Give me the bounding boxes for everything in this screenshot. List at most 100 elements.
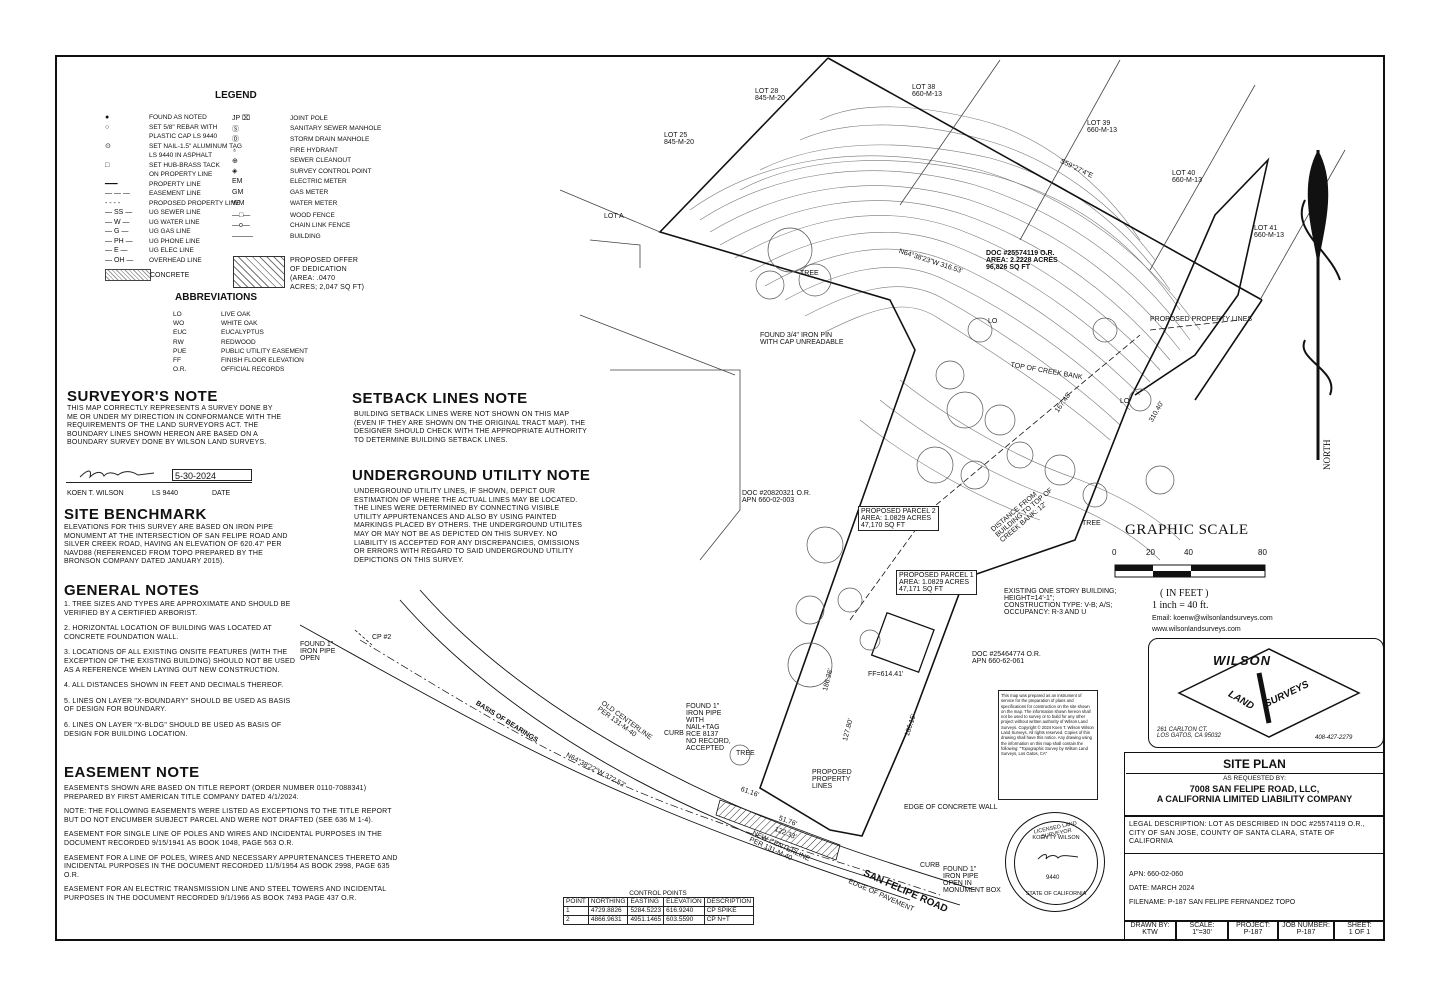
- legend-text: OVERHEAD LINE: [149, 256, 202, 264]
- legend-symbol: ⊙: [105, 143, 111, 151]
- surveyor-name: KOEN T. WILSON: [67, 490, 124, 497]
- legend-symbol: EM: [232, 178, 243, 186]
- legend-item: — SS —UG SEWER LINE: [105, 208, 255, 218]
- title-block-client2: A CALIFORNIA LIMITED LIABILITY COMPANY: [1156, 794, 1353, 804]
- abbreviation-value: WHITE OAK: [221, 320, 258, 328]
- legend-symbol: ◈: [232, 168, 238, 176]
- contour-lines: [689, 106, 1201, 561]
- tree-label-1: TREE: [800, 270, 819, 277]
- legend-item: ○SET 5/8" REBAR WITH: [105, 123, 255, 133]
- general-notes-title: GENERAL NOTES: [64, 582, 200, 599]
- offer-swatch: [233, 256, 285, 288]
- legend-item: — E —UG ELEC LINE: [105, 246, 255, 256]
- title-block-project: PROJECT:P-187: [1228, 921, 1278, 941]
- tree-label-5: TREE: [736, 750, 755, 757]
- legend-text: BUILDING: [290, 232, 321, 240]
- legend-text: SANITARY SEWER MANHOLE: [290, 125, 382, 133]
- setback-note-title: SETBACK LINES NOTE: [352, 390, 528, 407]
- legend-symbol: WM: [232, 200, 245, 208]
- abbreviation-item: WO WHITE OAK: [173, 320, 373, 329]
- legend-text: UG GAS LINE: [149, 228, 191, 236]
- setback-note-text: BUILDING SETBACK LINES WERE NOT SHOWN ON…: [354, 411, 587, 444]
- legend-title: LEGEND: [215, 90, 257, 101]
- legend-symbol: - - - -: [105, 199, 121, 207]
- title-block-body: LEGAL DESCRIPTION: LOT AS DESCRIBED IN D…: [1124, 816, 1385, 921]
- legend-item: — — — EASEMENT LINE: [105, 189, 255, 199]
- legend-symbol: — — —: [105, 190, 130, 198]
- legend-symbol: — W —: [105, 218, 130, 226]
- title-block-job: JOB NUMBER:P-187: [1278, 921, 1334, 941]
- site-benchmark-title: SITE BENCHMARK: [64, 506, 207, 523]
- legend-symbol: —o—: [232, 222, 250, 230]
- abbreviation-key: WO: [173, 320, 185, 328]
- control-points-cell: 2: [563, 915, 589, 925]
- legend-item: ●FOUND AS NOTED: [105, 113, 255, 123]
- abbreviation-key: O.R.: [173, 366, 187, 374]
- abbreviation-value: OFFICIAL RECORDS: [221, 366, 285, 374]
- seal-name: KOEN TY WILSON: [1032, 835, 1080, 841]
- control-points-header: POINT: [563, 897, 589, 907]
- proposed-lines-label: PROPOSED PROPERTY LINES: [1150, 316, 1253, 323]
- title-block-client1: 7008 SAN FELIPE ROAD, LLC,: [1189, 784, 1320, 794]
- legend-item: ♁FIRE HYDRANT: [232, 145, 392, 156]
- legend-item: —o— CHAIN LINK FENCE: [232, 220, 392, 231]
- abbreviation-value: REDWOOD: [221, 338, 256, 346]
- legend-item: □SET HUB-BRASS TACK: [105, 161, 255, 171]
- legend-symbol: — OH —: [105, 256, 134, 264]
- legend-text: SEWER CLEANOUT: [290, 157, 352, 165]
- contact-email[interactable]: Email: koenw@wilsonlandsurveys.com: [1152, 615, 1273, 622]
- control-points-cell: 4729.8826: [587, 906, 629, 916]
- legend-text: EASEMENT LINE: [149, 190, 201, 198]
- legend-text: PROPERTY LINE: [149, 180, 201, 188]
- legend-item: ⊕SEWER CLEANOUT: [232, 155, 392, 166]
- copyright-notice: This map was prepared as an instrument o…: [998, 690, 1098, 800]
- legend-symbol: ━━━: [105, 181, 118, 189]
- legend-text: STORM DRAIN MANHOLE: [290, 135, 370, 143]
- title-block-requested: AS REQUESTED BY:: [1223, 775, 1286, 782]
- legend-item: ———BUILDING: [232, 231, 392, 242]
- legend-symbol: — SS —: [105, 209, 133, 217]
- abbreviations-title: ABBREVIATIONS: [175, 292, 258, 303]
- legend-symbol: ○: [105, 123, 110, 131]
- legend-symbol: ♁: [232, 146, 238, 154]
- legend-text: UG PHONE LINE: [149, 237, 200, 245]
- legend-item: — G —UG GAS LINE: [105, 227, 255, 237]
- scale-tick-80: 80: [1258, 548, 1267, 557]
- title-block-sheet: SHEET:1 OF 1: [1334, 921, 1385, 941]
- edge-wall-label: EDGE OF CONCRETE WALL: [904, 804, 998, 811]
- control-points-cell: CP N+T: [703, 915, 755, 925]
- scale-unit: ( IN FEET ): [1160, 588, 1209, 599]
- control-points-cell: 616.9240: [663, 906, 705, 916]
- signature-line: [66, 482, 252, 483]
- north-label: NORTH: [1322, 439, 1332, 470]
- surveyors-note-text: THIS MAP CORRECTLY REPRESENTS A SURVEY D…: [67, 405, 282, 447]
- surveyor-signature: [79, 470, 155, 479]
- legend-symbol: JP ⌧: [232, 115, 251, 123]
- lot-a-label: LOT A: [604, 213, 624, 220]
- contact-web[interactable]: www.wilsonlandsurveys.com: [1152, 626, 1241, 633]
- legend-text: ELECTRIC METER: [290, 178, 347, 186]
- graphic-scale-title: GRAPHIC SCALE: [1125, 522, 1249, 538]
- legend-text: CHAIN LINK FENCE: [290, 222, 351, 230]
- building-info-label: EXISTING ONE STORY BUILDING;HEIGHT=14'-1…: [1004, 588, 1117, 616]
- logo-phone: 408-427-2279: [1315, 735, 1353, 741]
- legend-symbol: — PH —: [105, 237, 133, 245]
- abbreviation-value: PUBLIC UTILITY EASEMENT: [221, 347, 308, 355]
- utility-note-text: UNDERGROUND UTILITY LINES, IF SHOWN, DEP…: [354, 488, 583, 564]
- control-points-cell: 1: [563, 906, 589, 916]
